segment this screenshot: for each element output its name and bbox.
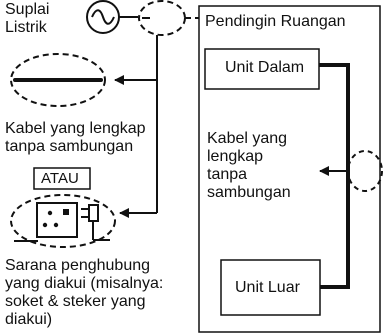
connector-dashed-ellipse [10,194,116,248]
indoor-unit-box [204,48,320,90]
cable-dashed-ellipse [10,53,106,107]
connector-label: Sarana penghubung yang diakui (misalnya:… [5,257,164,328]
room-box-title: Pendingin Ruangan [205,13,346,30]
wall-socket-icon [36,202,78,238]
ac-source-icon [86,0,120,34]
left-cable-label: Kabel yang lengkap tanpa sambungan [5,120,146,155]
unit-cable [319,63,350,289]
room-box [198,5,381,333]
room-cable-label: Kabel yang lengkap tanpa sambungan [207,130,291,201]
indoor-unit-label: Unit Dalam [225,59,305,76]
or-label: ATAU [41,170,79,187]
power-supply-label: Suplai Listrik [5,1,50,36]
outdoor-unit-label: Unit Luar [235,279,300,296]
cable-dashed-marker [347,150,383,192]
or-box [33,167,91,190]
plug-icon [81,204,110,241]
